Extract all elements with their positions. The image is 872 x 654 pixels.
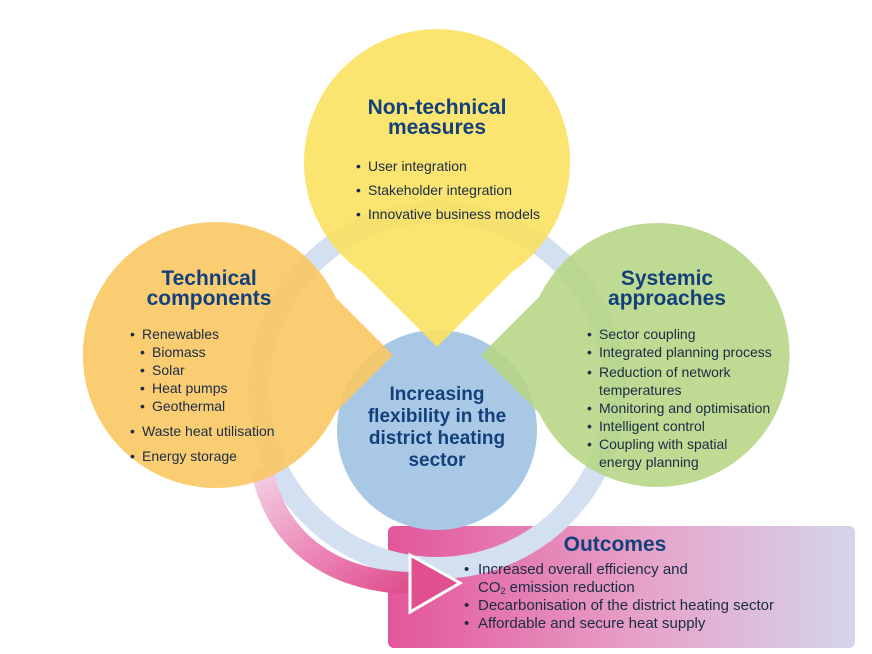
list-item-line: energy planning xyxy=(599,454,699,470)
list-item: Renewables xyxy=(130,325,310,343)
center-title-line2: flexibility in the xyxy=(367,406,507,427)
technical-title: Technical components xyxy=(100,267,318,310)
technical-title-line1: Technical xyxy=(161,267,257,290)
outcome-line-rest: emission reduction xyxy=(505,579,635,596)
list-item: Innovative business models xyxy=(356,202,566,226)
list-item: Solar xyxy=(140,361,310,379)
list-item: Monitoring and optimisation xyxy=(587,399,797,417)
non-technical-title-line1: Non-technical xyxy=(367,96,507,119)
list-item-line: temperatures xyxy=(599,382,682,398)
outcomes-title: Outcomes xyxy=(563,533,667,556)
list-item: Waste heat utilisation xyxy=(130,422,310,440)
list-item-line: Coupling with spatial xyxy=(599,436,728,452)
list-item-line: Reduction of network xyxy=(599,364,731,380)
outcome-line: Increased overall efficiency and xyxy=(478,561,688,578)
list-item: Energy storage xyxy=(130,447,310,465)
list-item: Heat pumps xyxy=(140,379,310,397)
non-technical-list: User integration Stakeholder integration… xyxy=(356,154,566,226)
list-item: Geothermal xyxy=(140,397,310,415)
center-title-line1: Increasing xyxy=(389,384,485,405)
outcome-arrowhead xyxy=(408,552,464,615)
list-item: Reduction of network temperatures xyxy=(587,363,797,399)
center-circle xyxy=(337,330,537,530)
list-item: Decarbonisation of the district heating … xyxy=(464,597,844,615)
list-item: Affordable and secure heat supply xyxy=(464,615,844,633)
technical-list: Renewables Biomass Solar Heat pumps Geot… xyxy=(130,325,310,465)
list-item: Coupling with spatial energy planning xyxy=(587,435,797,471)
center-title-line3: district heating xyxy=(368,428,506,449)
outcomes-list: Increased overall efficiency and CO2 emi… xyxy=(464,561,844,633)
list-item: Increased overall efficiency and CO2 emi… xyxy=(464,561,844,597)
list-item: User integration xyxy=(356,154,566,178)
center-title-line4: sector xyxy=(408,450,466,471)
list-item: Intelligent control xyxy=(587,417,797,435)
systemic-list: Sector coupling Integrated planning proc… xyxy=(587,325,797,471)
list-item: Stakeholder integration xyxy=(356,178,566,202)
non-technical-title-line2: measures xyxy=(387,116,487,139)
outcome-arrow xyxy=(251,467,413,594)
list-item: Biomass xyxy=(140,343,310,361)
center-title: Increasing flexibility in the district h… xyxy=(342,384,532,472)
technical-title-line2: components xyxy=(146,287,272,310)
systemic-title: Systemic approaches xyxy=(560,267,774,310)
outcome-subscript: 2 xyxy=(500,586,506,596)
list-item: Sector coupling xyxy=(587,325,797,343)
outcome-co: CO xyxy=(478,579,501,596)
systemic-title-line2: approaches xyxy=(608,287,726,310)
systemic-title-line1: Systemic xyxy=(620,267,714,290)
non-technical-title: Non-technical measures xyxy=(320,96,554,139)
list-item: Integrated planning process xyxy=(587,343,797,361)
